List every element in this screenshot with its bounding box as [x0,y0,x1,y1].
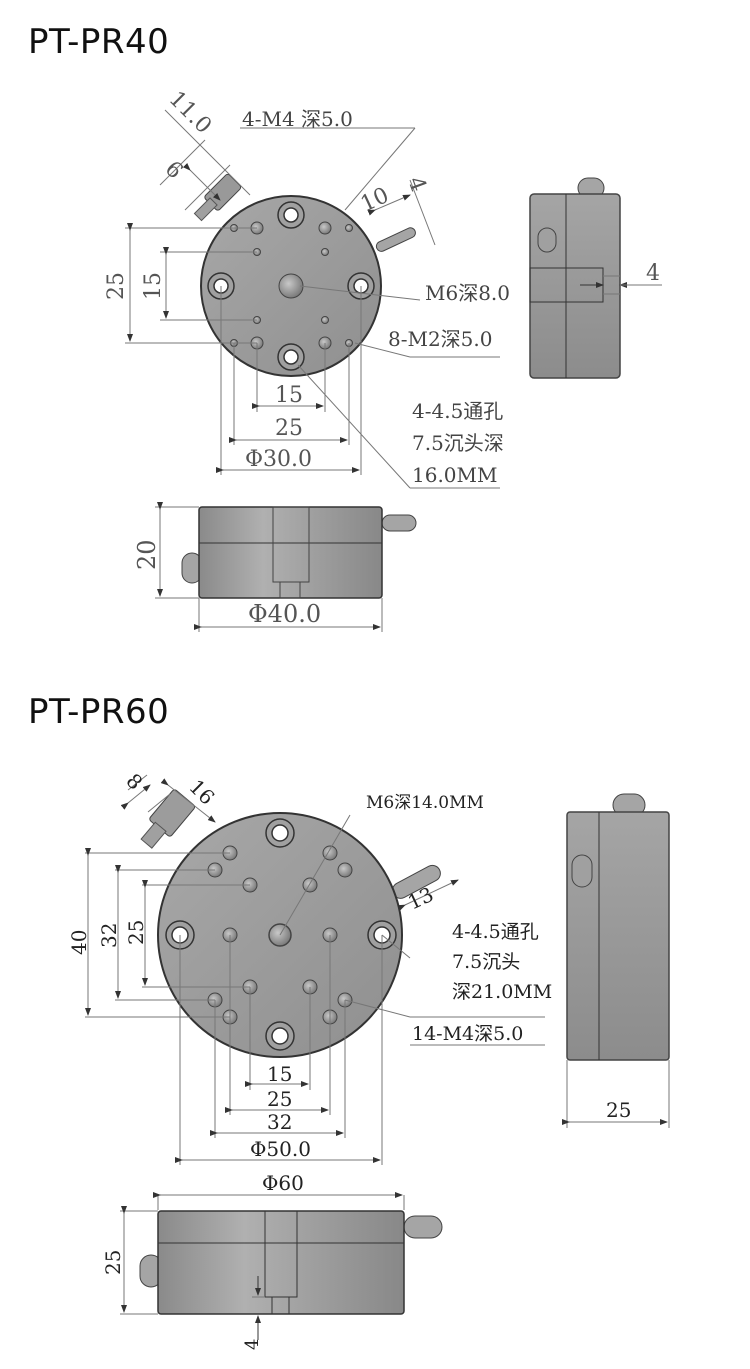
pr40-side-view: 4 [529,177,662,379]
dim-phi40: Φ40.0 [248,600,321,628]
dim-40: 40 [67,930,91,955]
dim-25-v: 25 [124,920,148,945]
callout-thru-2: 7.5沉头深 [412,431,504,455]
callout-m6: M6深8.0 [425,281,510,305]
pr60-side-view: 25 [562,793,670,1128]
dim-25: 25 [104,272,129,300]
callout-thru60-1: 4-4.5通孔 [452,921,539,943]
dim-10: 10 [357,183,393,217]
callout-4m4: 4-M4 深5.0 [242,107,353,131]
callout-14m4: 14-M4深5.0 [412,1023,523,1045]
dim-32-h60: 32 [267,1110,292,1134]
pr60-front-view: Φ60 25 4 [101,1171,443,1350]
pr40-top-view: 25 15 15 25 Φ30.0 11.0 6 10 4 4-M4 深5.0 … [104,87,510,489]
callout-thru60-2: 7.5沉头 [452,951,520,973]
callout-thru60-3: 深21.0MM [452,981,552,1003]
model-title-pr60: PT-PR60 [28,692,170,732]
callout-thru-3: 16.0MM [412,463,498,487]
callout-8m2: 8-M2深5.0 [388,327,493,351]
dim-25-side60: 25 [606,1098,631,1122]
dim-15-h60: 15 [267,1062,292,1086]
dim-11: 11.0 [164,87,216,139]
dim-4-pin: 4 [402,174,430,196]
dim-phi60: Φ60 [262,1171,304,1195]
dim-32: 32 [97,923,121,948]
dim-25-front60: 25 [101,1250,125,1275]
pr60-top-view: 40 32 25 15 25 32 Φ50.0 8 16 13 M6深14.0M… [67,769,552,1165]
dim-4-side: 4 [646,261,660,286]
callout-m6-60: M6深14.0MM [366,793,484,813]
dim-6: 6 [160,157,188,185]
dim-25-h: 25 [275,416,303,441]
dim-15: 15 [141,272,166,300]
dim-phi50: Φ50.0 [250,1137,311,1161]
pr40-front-view: 20 Φ40.0 [133,502,417,632]
dim-20: 20 [133,539,161,570]
callout-thru-1: 4-4.5通孔 [412,399,503,423]
dim-4-front60: 4 [242,1339,263,1350]
dim-25-h60: 25 [267,1087,292,1111]
model-title-pr40: PT-PR40 [28,22,170,62]
dim-15-h: 15 [275,383,303,408]
dim-phi30: Φ30.0 [245,447,312,472]
